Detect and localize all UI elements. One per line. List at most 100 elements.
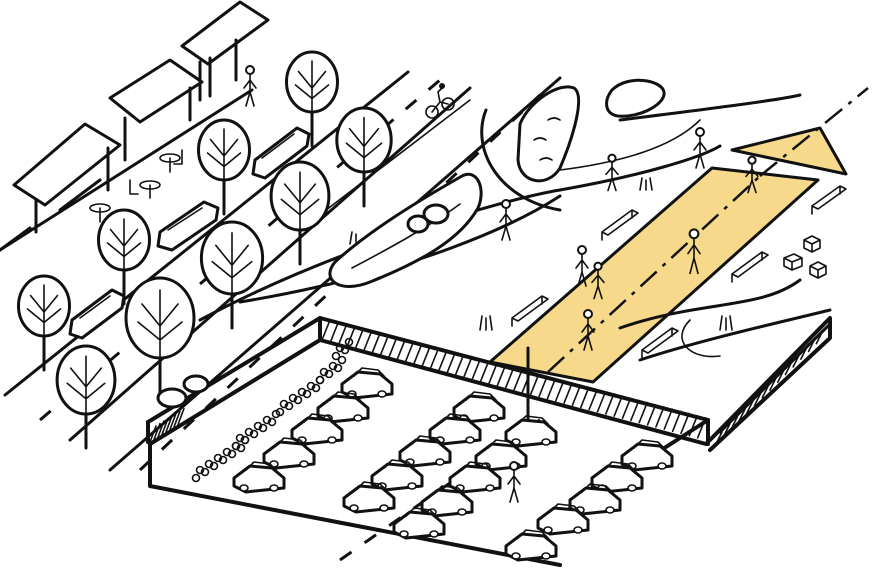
hatch-line [173, 410, 181, 428]
hatch-line [761, 384, 770, 399]
street-car [156, 200, 220, 252]
hatch-line [596, 390, 607, 413]
person [507, 461, 521, 503]
parked-bicycle [275, 399, 289, 417]
parked-car [342, 481, 396, 514]
hatch-line [321, 319, 331, 341]
hatch-line [746, 400, 754, 414]
street-car [251, 126, 311, 180]
hatch-line [605, 393, 615, 415]
benches [511, 185, 847, 359]
bench [731, 251, 769, 283]
hatch-line [776, 369, 785, 384]
hatch-line [421, 345, 431, 367]
hatch-line [546, 377, 557, 400]
parked-bicycle [302, 381, 316, 399]
parked-bicycle [293, 387, 307, 405]
person [243, 65, 257, 107]
hatch-line [438, 349, 448, 372]
hatch-line [680, 412, 690, 435]
hatch-line [807, 338, 816, 353]
parked-bicycle [249, 421, 263, 439]
bench [641, 327, 679, 359]
planter-island [328, 172, 483, 288]
hatch-line [463, 356, 473, 378]
hatch-line [504, 367, 515, 389]
tree [269, 160, 331, 266]
tree [335, 106, 393, 208]
hatch-line [688, 414, 699, 437]
hatch-line [792, 354, 800, 368]
hatch-line [554, 380, 565, 402]
cafe-seating [89, 149, 183, 223]
hatch-line [371, 332, 381, 354]
hatch-line [454, 353, 465, 376]
person [687, 228, 701, 275]
hatch-line [646, 403, 657, 426]
hatch-line [346, 325, 356, 348]
parked-car [232, 461, 286, 494]
bench [511, 295, 549, 327]
seating-cubes [783, 235, 827, 279]
parked-car [536, 503, 590, 536]
hatch-line [638, 401, 649, 424]
parked-bicycle [240, 427, 254, 445]
parked-bicycle [331, 343, 345, 361]
tree [199, 220, 265, 330]
parked-bicycle [315, 367, 329, 385]
person [693, 127, 707, 169]
hatch-line [738, 408, 746, 422]
hatch-line [157, 420, 165, 438]
promenade [488, 166, 820, 384]
person [575, 245, 589, 287]
hatch-line [479, 360, 490, 383]
hatch-line [149, 425, 157, 443]
hatch-line [396, 338, 406, 361]
parked-car [428, 413, 482, 446]
parked-bicycle [218, 447, 232, 465]
person [591, 261, 605, 300]
hatch-line [563, 382, 573, 404]
hatch-line [655, 406, 665, 428]
hatch-line [722, 423, 731, 438]
bench [601, 209, 639, 241]
hatch-line [354, 327, 365, 350]
parked-car [504, 415, 558, 448]
person [605, 153, 619, 192]
garage-parked-cars [232, 367, 674, 562]
bicycle-parking [191, 337, 354, 483]
parked-bicycle [258, 415, 272, 433]
parked-car [452, 391, 506, 424]
hatch-line [161, 417, 169, 436]
cyclist [425, 83, 455, 119]
person [745, 155, 759, 194]
hatch-line [404, 340, 415, 363]
hatch-line [169, 412, 177, 431]
parked-car [504, 529, 558, 562]
hatch-line [413, 343, 423, 365]
hatch-line [671, 410, 682, 433]
hatch-line [696, 417, 707, 439]
hatch-line [529, 373, 540, 396]
parked-bicycle [231, 433, 245, 451]
hatch-line [362, 330, 373, 352]
planter-island [605, 78, 666, 118]
hatch-line [496, 364, 507, 387]
hatch-line [753, 392, 762, 407]
hatch-line [329, 321, 340, 343]
tree-row [17, 50, 393, 450]
slab-edge-hatching [149, 319, 824, 445]
hatch-line [177, 407, 185, 426]
hatch-line [613, 395, 623, 417]
hatch-line [429, 347, 440, 370]
pedestrians [243, 65, 759, 503]
tree [17, 274, 71, 372]
parked-bicycle [191, 465, 205, 483]
tree [55, 344, 117, 450]
parked-bicycle [324, 361, 338, 379]
hatch-line [630, 399, 640, 422]
person [581, 309, 595, 351]
hatch-line [621, 397, 632, 420]
hatch-line [715, 431, 723, 445]
